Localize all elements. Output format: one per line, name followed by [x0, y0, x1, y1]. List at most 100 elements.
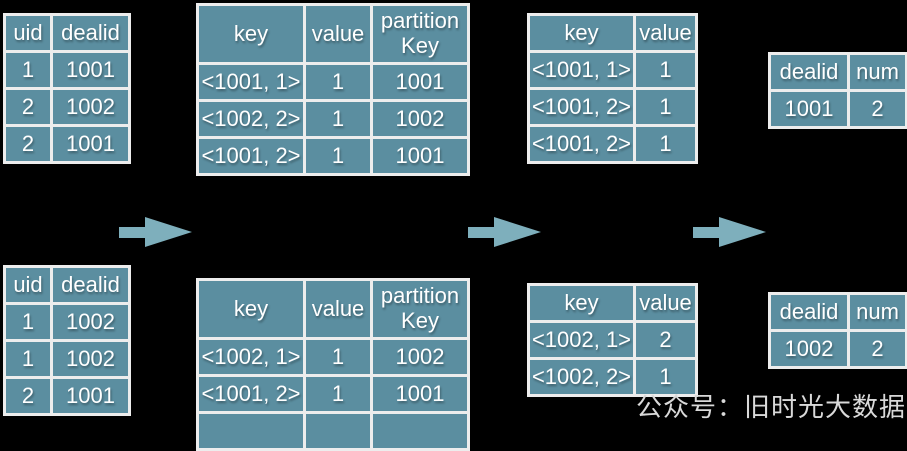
shuffle-table-bottom: key value <1002, 1> 2 <1002, 2> 1 [527, 283, 698, 397]
table-cell [196, 411, 306, 451]
table-cell: 1002 [370, 337, 470, 377]
table-cell: <1001, 2> [196, 136, 306, 176]
table-cell: <1001, 1> [527, 50, 636, 90]
column-header: num [847, 52, 907, 92]
table-cell: 1 [303, 374, 373, 414]
table-cell: 1002 [50, 339, 131, 379]
result-table-bottom: dealid num 1002 2 [768, 292, 907, 369]
table-cell: 1 [303, 99, 373, 139]
map-input-table-top: uid dealid 1 1001 2 1002 2 1001 [3, 13, 131, 164]
column-header: partition Key [370, 278, 470, 340]
table-cell: <1001, 2> [196, 374, 306, 414]
table-row: <1002, 1> 1 1002 [196, 337, 470, 377]
map-output-table-top: key value partition Key <1001, 1> 1 1001… [196, 3, 470, 176]
table-cell: <1001, 2> [527, 124, 636, 164]
flow-arrow-icon [119, 217, 192, 247]
shuffle-table-top: key value <1001, 1> 1 <1001, 2> 1 <1001,… [527, 13, 698, 164]
column-header: value [303, 278, 373, 340]
column-header: key [527, 283, 636, 323]
map-output-table-bottom: key value partition Key <1002, 1> 1 1002… [196, 278, 470, 451]
table-cell: <1001, 1> [196, 62, 306, 102]
table: key value partition Key <1002, 1> 1 1002… [196, 278, 470, 451]
result-table-top: dealid num 1001 2 [768, 52, 907, 129]
arrow-shaft [693, 226, 719, 238]
table-cell: 1 [3, 339, 53, 379]
table-cell: <1002, 1> [196, 337, 306, 377]
table-row: 1002 2 [768, 329, 907, 369]
column-header: uid [3, 13, 53, 53]
table-header-row: key value partition Key [196, 278, 470, 340]
table-cell: 1002 [50, 302, 131, 342]
table-row: 2 1001 [3, 376, 131, 416]
column-header: dealid [50, 265, 131, 305]
table-cell: 1001 [370, 374, 470, 414]
table-cell: 1001 [370, 62, 470, 102]
column-header: key [527, 13, 636, 53]
table-cell: 1001 [370, 136, 470, 176]
table-row: <1001, 1> 1 [527, 50, 698, 90]
map-input-table-bottom: uid dealid 1 1002 1 1002 2 1001 [3, 265, 131, 416]
table-header-row: uid dealid [3, 265, 131, 305]
table: dealid num 1001 2 [768, 52, 907, 129]
table-row: 1 1002 [3, 339, 131, 379]
column-header: dealid [768, 52, 850, 92]
table-cell: 1 [303, 136, 373, 176]
table-cell: 1001 [50, 50, 131, 90]
table-cell: 1 [633, 124, 698, 164]
column-header: num [847, 292, 907, 332]
column-header: dealid [768, 292, 850, 332]
column-header: dealid [50, 13, 131, 53]
table-row: <1002, 2> 1 1002 [196, 99, 470, 139]
table-cell: <1001, 2> [527, 87, 636, 127]
table-cell [370, 411, 470, 451]
table-cell: <1002, 1> [527, 320, 636, 360]
table-cell: 1002 [50, 87, 131, 127]
table-cell: 1 [633, 87, 698, 127]
column-header: uid [3, 265, 53, 305]
column-header: value [633, 13, 698, 53]
table-row: <1001, 1> 1 1001 [196, 62, 470, 102]
table-row: <1002, 2> 1 [527, 357, 698, 397]
column-header: value [633, 283, 698, 323]
column-header: key [196, 278, 306, 340]
table: dealid num 1002 2 [768, 292, 907, 369]
table-header-row: key value partition Key [196, 3, 470, 65]
arrow-head [494, 217, 541, 247]
table-cell [303, 411, 373, 451]
table-cell: 1 [633, 357, 698, 397]
table-cell: 1001 [768, 89, 850, 129]
table-cell: 1 [3, 302, 53, 342]
table-row: 2 1001 [3, 124, 131, 164]
table-row: 1 1001 [3, 50, 131, 90]
table-cell: 2 [3, 87, 53, 127]
table-row: <1001, 2> 1 [527, 87, 698, 127]
table-row: <1002, 1> 2 [527, 320, 698, 360]
column-header: value [303, 3, 373, 65]
table-header-row: key value [527, 283, 698, 323]
table-row: <1001, 2> 1 1001 [196, 136, 470, 176]
watermark-text: 公众号：旧时光大数据 [636, 392, 907, 422]
table-header-row: key value [527, 13, 698, 53]
table: key value partition Key <1001, 1> 1 1001… [196, 3, 470, 176]
table-cell: 1 [303, 337, 373, 377]
table: uid dealid 1 1001 2 1002 2 1001 [3, 13, 131, 164]
table: uid dealid 1 1002 1 1002 2 1001 [3, 265, 131, 416]
table-cell: 2 [3, 376, 53, 416]
table-cell: 2 [3, 124, 53, 164]
table: key value <1002, 1> 2 <1002, 2> 1 [527, 283, 698, 397]
table-header-row: dealid num [768, 52, 907, 92]
arrow-shaft [119, 226, 145, 238]
arrow-head [719, 217, 766, 247]
table-cell: 2 [847, 89, 907, 129]
table-cell: 1001 [50, 124, 131, 164]
table-cell: <1002, 2> [527, 357, 636, 397]
flow-arrow-icon [468, 217, 541, 247]
table-cell: 2 [633, 320, 698, 360]
table-header-row: dealid num [768, 292, 907, 332]
column-header: partition Key [370, 3, 470, 65]
table-cell: 1002 [370, 99, 470, 139]
table-row: 2 1002 [3, 87, 131, 127]
table-cell: 1 [3, 50, 53, 90]
table-cell: 1001 [50, 376, 131, 416]
table-row: 1 1002 [3, 302, 131, 342]
